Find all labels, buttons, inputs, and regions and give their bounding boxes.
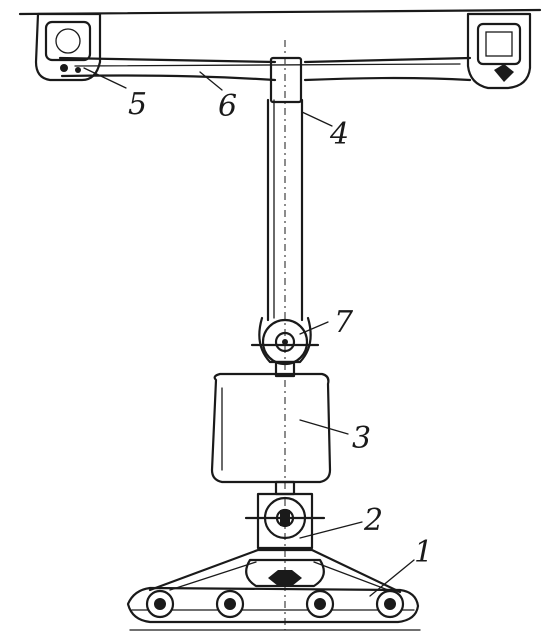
callout-1: 1 (414, 535, 433, 570)
leader-line-2 (299, 521, 363, 539)
bottom-clamp (126, 586, 421, 631)
callout-4: 4 (329, 117, 349, 152)
clamp-bolt (215, 589, 245, 619)
hinge-joint (250, 316, 320, 378)
leader-line-4 (301, 111, 333, 127)
upper-cross-beam (18, 8, 542, 82)
vertical-hanger (266, 56, 304, 322)
callout-7: 7 (334, 305, 354, 340)
leader-line-6 (199, 71, 223, 91)
callout-5: 5 (128, 87, 147, 122)
lower-equalizer (148, 548, 402, 594)
leader-line-3 (299, 419, 349, 435)
lower-coupling (244, 480, 326, 588)
clamp-bolt (375, 589, 405, 619)
leader-line-7 (299, 321, 329, 335)
clamp-bolt (305, 589, 335, 619)
clamp-bolt (145, 589, 175, 619)
callout-3: 3 (352, 421, 371, 456)
callout-2: 2 (363, 503, 383, 538)
right-end-bracket (466, 12, 532, 90)
callout-6: 6 (218, 89, 237, 124)
leader-line-1 (369, 559, 415, 597)
leader-lines (83, 67, 415, 597)
leader-line-5 (83, 67, 127, 89)
damper-block (210, 372, 332, 484)
left-end-bracket (34, 12, 102, 82)
clamp-bolts (145, 589, 405, 619)
